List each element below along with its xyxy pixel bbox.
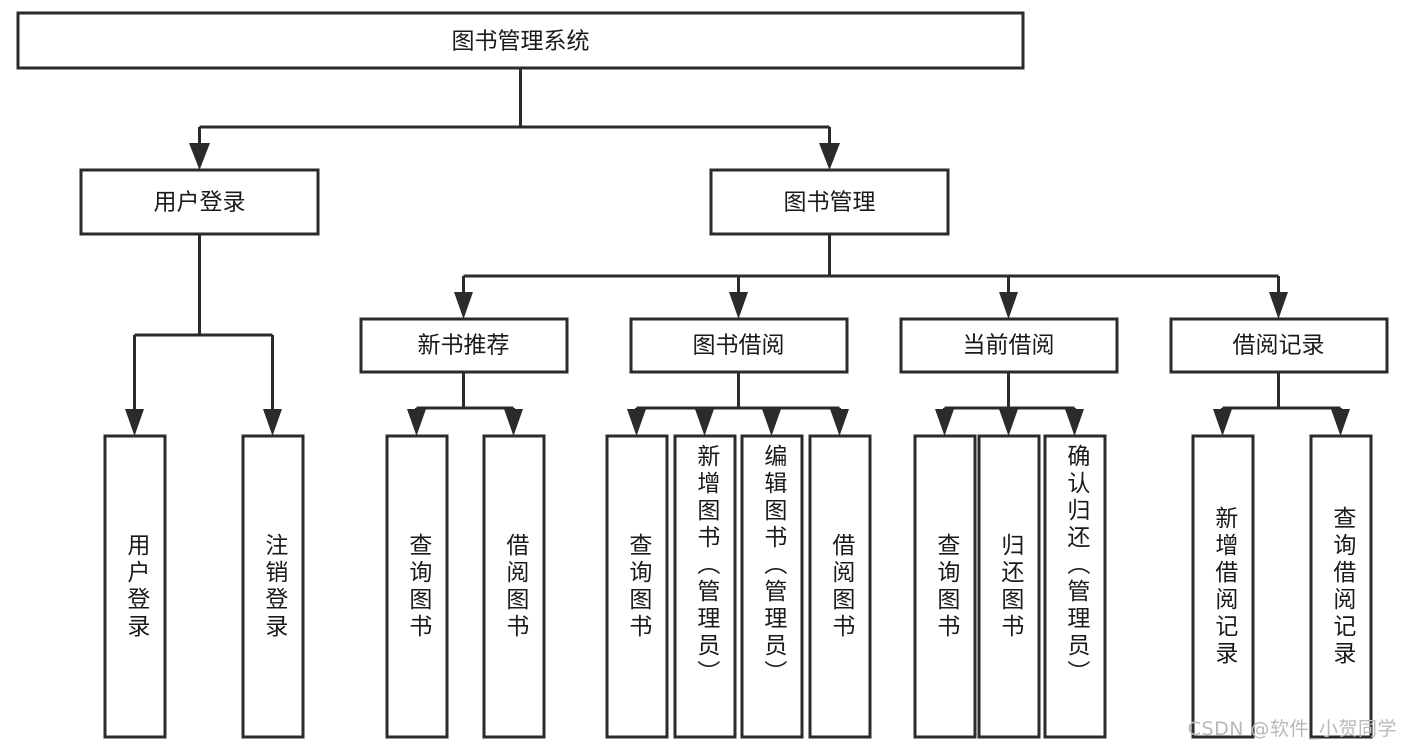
node-label-current-borrow: 当前借阅 [963,333,1055,359]
arrow-leaf-user-logout [263,409,282,436]
arrow-user-login [189,143,210,170]
arrow-leaf-query-book-new [407,409,426,436]
node-box-leaf-query-book[interactable] [605,434,669,739]
node-label-book-borrow: 图书借阅 [693,333,785,359]
node-box-book-borrow[interactable] [629,317,849,374]
arrow-leaf-query-borrow-record [1331,409,1350,436]
arrow-leaf-query-book-cur [935,409,954,436]
node-box-leaf-query-book-new[interactable] [385,434,449,739]
arrow-leaf-return-book [999,409,1018,436]
node-box-leaf-query-borrow-record[interactable] [1309,434,1373,739]
node-box-leaf-add-borrow-record[interactable] [1191,434,1255,739]
node-box-book-manage[interactable] [709,168,950,236]
arrow-current-borrow [999,292,1018,319]
node-box-leaf-return-book[interactable] [977,434,1041,739]
node-box-leaf-query-book-cur[interactable] [913,434,977,739]
node-box-leaf-user-logout[interactable] [241,434,305,739]
node-box-leaf-user-login[interactable] [103,434,167,739]
node-box-leaf-borrow-book[interactable] [808,434,872,739]
arrow-borrow-record [1269,292,1288,319]
arrow-leaf-add-book-admin [695,409,714,436]
node-label-borrow-record: 借阅记录 [1233,333,1325,359]
node-label-new-book-recommend: 新书推荐 [418,333,510,359]
node-box-new-book-recommend[interactable] [359,317,569,374]
node-box-leaf-confirm-return[interactable] [1043,434,1107,739]
boxes-group [16,11,1389,739]
node-box-current-borrow[interactable] [899,317,1119,374]
node-box-borrow-record[interactable] [1169,317,1389,374]
arrow-leaf-user-login [125,409,144,436]
arrow-new-book-recommend [454,292,473,319]
arrow-leaf-borrow-book-new [504,409,523,436]
arrow-leaf-query-book [627,409,646,436]
arrow-book-manage [819,143,840,170]
arrow-leaf-borrow-book [830,409,849,436]
arrow-leaf-confirm-return [1065,409,1084,436]
node-box-leaf-borrow-book-new[interactable] [482,434,546,739]
arrow-leaf-add-borrow-record [1213,409,1232,436]
node-box-leaf-edit-book-admin[interactable] [740,434,804,739]
node-box-leaf-add-book-admin[interactable] [673,434,737,739]
arrow-book-borrow [729,292,748,319]
csdn-watermark: CSDN @软件_小贺同学 [1187,718,1397,740]
horizontal-labels-group: 图书管理系统 用户登录 图书管理 新书推荐 图书借阅 当前借阅 借阅记录 [154,29,1325,359]
connectors-group [125,68,1350,436]
node-label-user-login: 用户登录 [154,190,246,216]
node-box-user-login[interactable] [79,168,320,236]
node-label-book-manage: 图书管理 [784,190,876,216]
node-label-root: 图书管理系统 [452,29,590,55]
arrow-leaf-edit-book-admin [762,409,781,436]
node-box-root[interactable] [16,11,1025,70]
